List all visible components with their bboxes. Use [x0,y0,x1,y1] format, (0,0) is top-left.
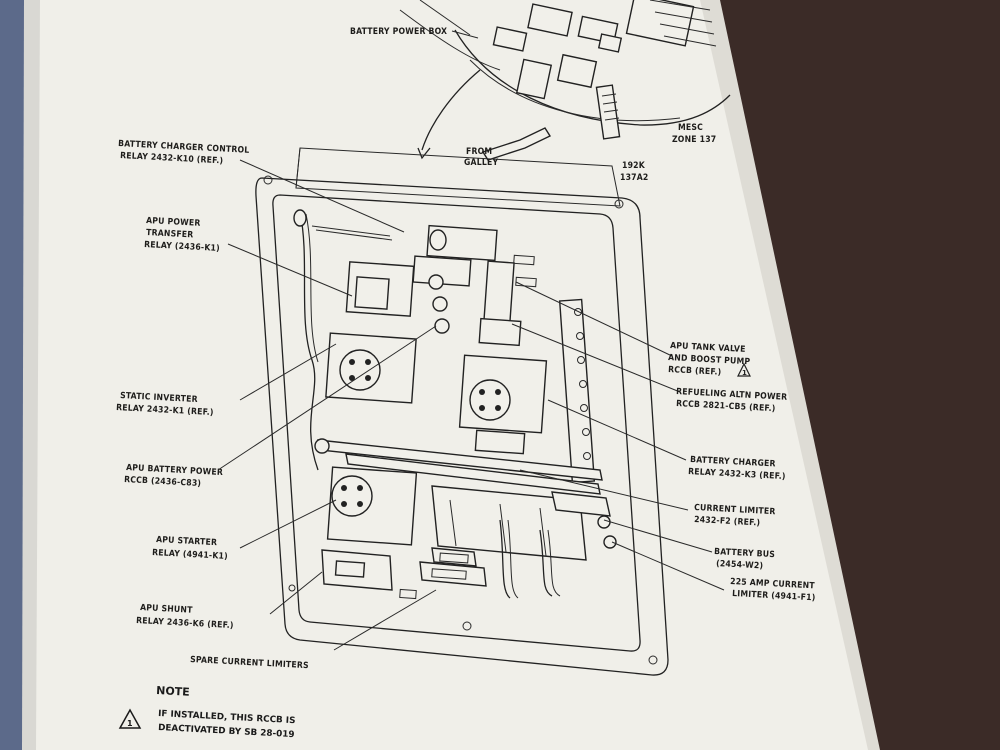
label-current-limiter-line1: CURRENT LIMITER [694,503,776,517]
note-title: NOTE [156,684,190,699]
label-amp-limiter-line2: LIMITER (4941-F1) [732,589,816,603]
label-apt-relay-line1: APU POWER [146,216,201,229]
label-battery-bus-line2: (2454-W2) [716,559,764,571]
leader-lines [217,159,725,651]
warning-number: 1 [742,369,747,377]
label-apu-starter-line1: APU STARTER [156,535,218,548]
label-apu-shunt-line1: APU SHUNT [140,603,193,616]
page-curl-shadow [700,0,880,750]
label-battery-bus-line1: BATTERY BUS [714,547,775,560]
label-zone: ZONE 137 [672,135,716,145]
label-battery-power-box: BATTERY POWER BOX [350,27,447,37]
warning-triangle-icon: 1 [737,362,751,377]
label-apu-tank-line1: APU TANK VALVE [670,341,746,355]
label-apt-relay-line3: RELAY (2436-K1) [144,240,220,254]
paper-page [36,0,875,750]
label-code-192k: 192K [622,161,646,171]
label-current-limiter-line2: 2432-F2 (REF.) [694,515,761,528]
label-apu-batt-power-line2: RCCB (2436-C83) [124,475,202,489]
note-warning-number: 1 [127,719,133,728]
label-static-inverter-line1: STATIC INVERTER [120,391,198,405]
battery-power-box-panel [255,147,669,676]
label-amp-limiter-line1: 225 AMP CURRENT [730,577,816,591]
label-apu-starter-line2: RELAY (4941-K1) [152,548,228,562]
label-apu-tank-line2: AND BOOST PUMP [668,353,751,367]
label-batt-charger-line1: BATTERY CHARGER [690,455,776,469]
label-mesc: MESC [678,123,703,133]
label-from: FROM [466,147,492,157]
label-apu-tank-line3: RCCB (REF.) [668,365,722,378]
label-apt-relay-line2: TRANSFER [146,228,194,240]
battery-power-box-inset [399,0,731,161]
note-warning-triangle-icon: 1 [118,708,142,729]
label-code-137a2: 137A2 [620,173,649,183]
label-galley: GALLEY [464,158,498,168]
